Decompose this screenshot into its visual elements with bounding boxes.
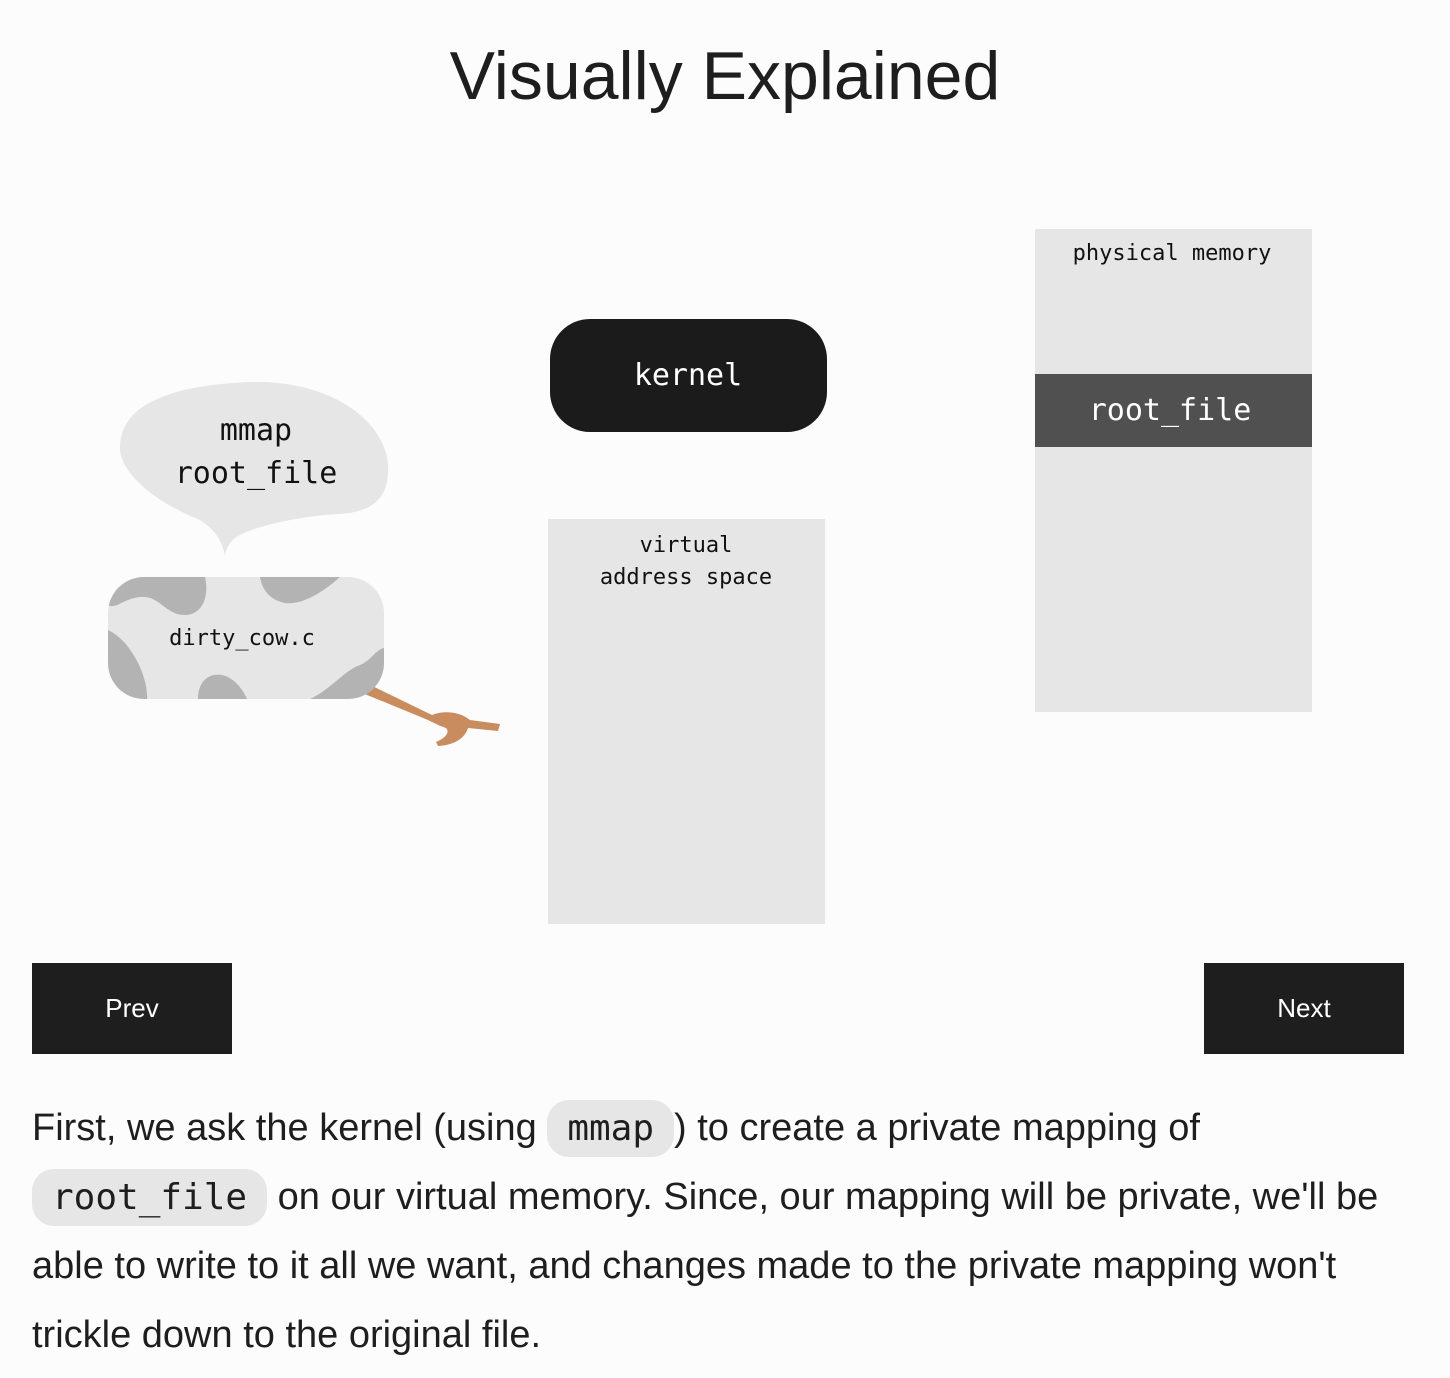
virtual-address-space: virtual address space (548, 519, 825, 924)
page-title: Visually Explained (449, 38, 1001, 114)
root-file-block (1035, 374, 1312, 447)
dirty-cow-diagram: mmap root_file dirty_cow.c kernel virtua… (108, 229, 1312, 924)
speech-bubble: mmap root_file (119, 381, 389, 556)
code-mmap: mmap (547, 1100, 675, 1157)
virtual-label-line-2: address space (600, 565, 772, 590)
code-root-file: root_file (32, 1169, 268, 1226)
explanation-text: First, we ask the kernel (using mmap) to… (32, 1094, 1422, 1370)
physical-label: physical memory (1073, 241, 1272, 266)
kernel-box: kernel (550, 319, 827, 432)
next-button[interactable]: Next (1204, 963, 1404, 1054)
process-label: dirty_cow.c (169, 626, 315, 651)
prev-button[interactable]: Prev (32, 963, 232, 1054)
root-file-block-label: root_file (1089, 393, 1252, 428)
physical-memory: physical memory root_file (1035, 229, 1312, 712)
text-part-1: First, we ask the kernel (using (32, 1107, 548, 1149)
process-dirty-cow: dirty_cow.c (108, 577, 384, 699)
text-part-3: on our virtual memory. Since, our mappin… (32, 1176, 1379, 1356)
text-part-2: ) to create a private mapping of (674, 1107, 1200, 1149)
virtual-label-line-1: virtual (640, 533, 733, 558)
kernel-label: kernel (634, 358, 742, 393)
speech-line-2: root_file (175, 456, 338, 491)
speech-line-1: mmap (220, 413, 292, 448)
pointing-arm (355, 680, 500, 746)
